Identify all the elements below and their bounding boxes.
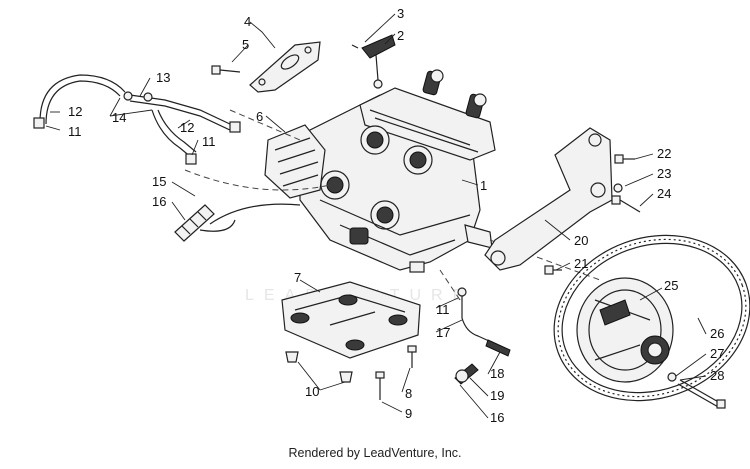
callout-27: 27 xyxy=(710,346,724,361)
callout-12b: 12 xyxy=(180,120,194,135)
callout-19: 19 xyxy=(490,388,504,403)
hose-fitting xyxy=(174,203,301,242)
callout-4: 4 xyxy=(244,14,251,29)
callout-9: 9 xyxy=(405,406,412,421)
callout-25: 25 xyxy=(664,278,678,293)
callout-8: 8 xyxy=(405,386,412,401)
engine-assembly xyxy=(264,69,496,273)
banjo-fitting xyxy=(454,363,479,385)
callout-6: 6 xyxy=(256,109,263,124)
callout-13: 13 xyxy=(156,70,170,85)
clutch-bolt xyxy=(667,372,726,409)
pull-handle xyxy=(351,34,396,89)
bracket-bolts xyxy=(544,154,641,275)
callout-21: 21 xyxy=(574,256,588,271)
callout-16b: 16 xyxy=(490,410,504,425)
callout-24: 24 xyxy=(657,186,671,201)
fuel-lines xyxy=(33,74,241,165)
callout-labels: 1 2 3 4 5 6 7 8 9 10 11 11 11 12 12 13 1… xyxy=(68,6,724,425)
engine-mount-plate xyxy=(281,281,421,400)
callout-22: 22 xyxy=(657,146,671,161)
callout-26: 26 xyxy=(710,326,724,341)
clutch-bracket xyxy=(484,127,613,271)
footer-credit: Rendered by LeadVenture, Inc. xyxy=(288,446,462,460)
callout-10: 10 xyxy=(305,384,319,399)
callout-23: 23 xyxy=(657,166,671,181)
bolt xyxy=(211,65,241,75)
leader-lines xyxy=(45,13,707,419)
callout-7: 7 xyxy=(294,270,301,285)
drive-clutch xyxy=(576,277,674,383)
callout-11a: 11 xyxy=(68,124,82,139)
callout-1: 1 xyxy=(480,178,487,193)
callout-16a: 16 xyxy=(152,194,166,209)
callout-18: 18 xyxy=(490,366,504,381)
callout-12a: 12 xyxy=(68,104,82,119)
callout-15: 15 xyxy=(152,174,166,189)
oil-line xyxy=(457,287,511,357)
callout-20: 20 xyxy=(574,233,588,248)
callout-28: 28 xyxy=(710,368,724,383)
engine-bracket xyxy=(249,41,321,93)
drive-belt xyxy=(553,234,750,402)
callout-11c: 11 xyxy=(436,302,450,317)
callout-11b: 11 xyxy=(202,134,216,149)
callout-17: 17 xyxy=(436,325,450,340)
callout-14: 14 xyxy=(112,110,126,125)
callout-3: 3 xyxy=(397,6,404,21)
callout-2: 2 xyxy=(397,28,404,43)
callout-5: 5 xyxy=(242,37,249,52)
